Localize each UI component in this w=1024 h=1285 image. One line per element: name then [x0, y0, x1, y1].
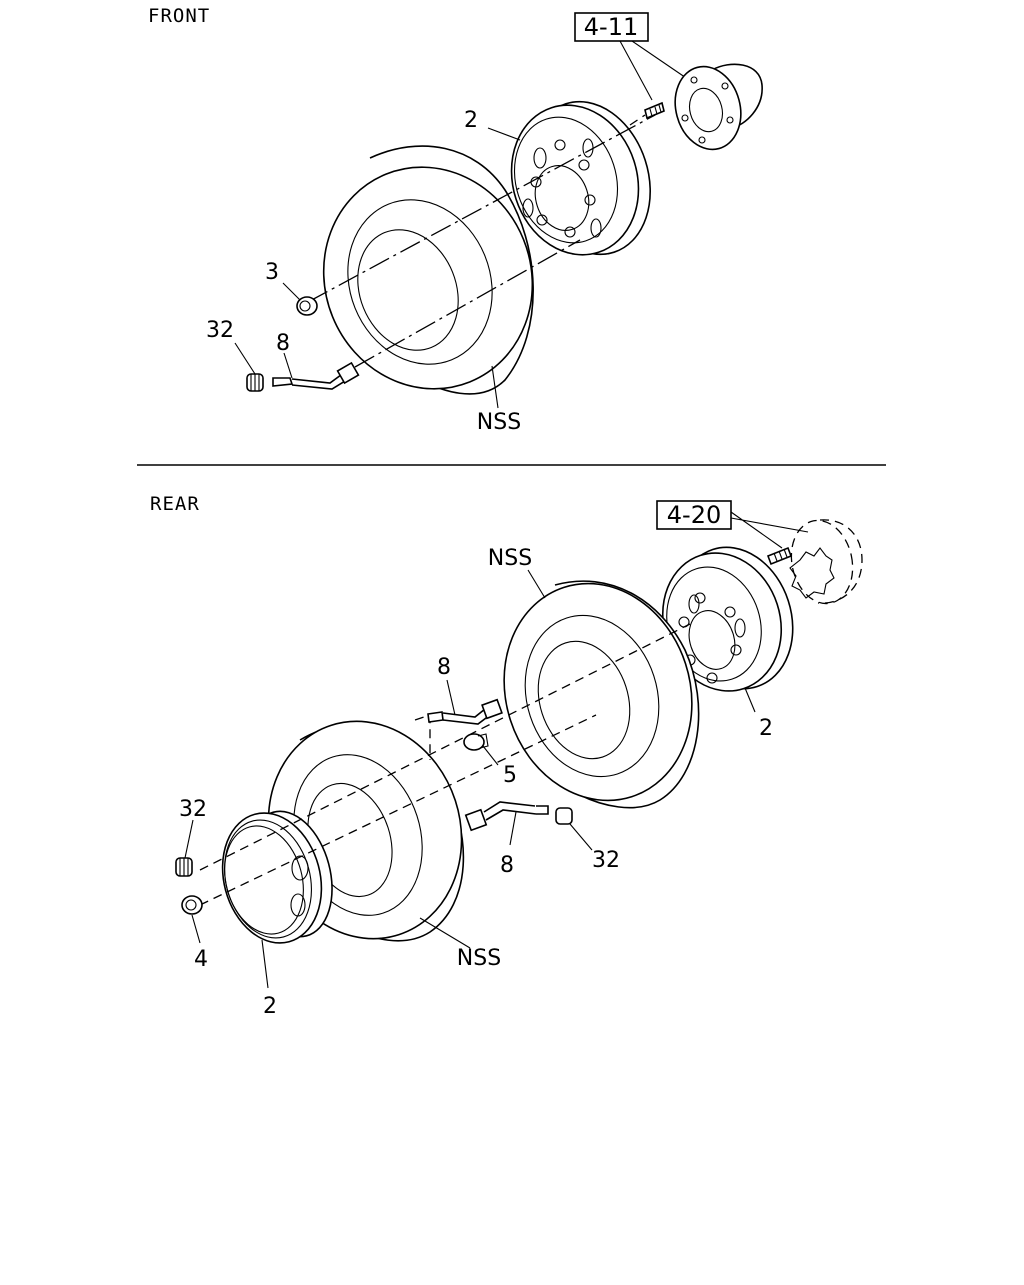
- front-reference-box[interactable]: 4-11: [574, 12, 649, 42]
- rear-callout-inner-wheel-disc: 2: [759, 716, 773, 741]
- rear-reference-box[interactable]: 4-20: [656, 500, 732, 530]
- rear-callout-wheel-nut: 4: [194, 947, 208, 972]
- front-callout-valve-extension: 8: [276, 331, 290, 356]
- rear-section: REAR 4-20: [150, 493, 863, 1019]
- front-callout-valve-cap: 32: [206, 318, 234, 343]
- rear-callout-outer-tire: NSS: [457, 946, 501, 971]
- front-valve-extension: [272, 361, 360, 390]
- rear-callout-valve-extension-lower: 8: [500, 853, 514, 878]
- rear-callout-valve-stem: 5: [503, 763, 517, 788]
- rear-hub: [789, 519, 863, 605]
- front-callout-wheel-nut: 3: [265, 260, 279, 285]
- rear-valve-extension-upper: [427, 698, 503, 725]
- rear-outer-wheel-disc: [221, 810, 333, 944]
- front-callout-tire: NSS: [477, 410, 521, 435]
- rear-valve-cap-left: [175, 857, 193, 877]
- rear-callout-valve-cap-left: 32: [179, 797, 207, 822]
- front-callout-wheel-disc: 2: [464, 108, 478, 133]
- rear-reference-label: 4-20: [667, 501, 721, 529]
- rear-title: REAR: [150, 493, 200, 515]
- front-hub: [674, 63, 763, 151]
- rear-callout-outer-wheel-disc: 2: [263, 994, 277, 1019]
- rear-callout-valve-extension-upper: 8: [437, 655, 451, 680]
- rear-wheel-stud: [766, 546, 793, 566]
- front-tire: [322, 145, 534, 395]
- front-wheel-nut: [296, 296, 318, 316]
- rear-inner-wheel-disc: [661, 546, 794, 692]
- rear-valve-cap-right: [555, 807, 573, 825]
- rear-valve-extension-lower: [464, 801, 549, 832]
- front-section: FRONT 4-11: [148, 5, 763, 435]
- front-valve-cap: [246, 373, 264, 392]
- front-title: FRONT: [148, 5, 210, 27]
- front-reference-label: 4-11: [584, 13, 638, 41]
- rear-inner-tire: [503, 580, 700, 809]
- front-wheel-disc: [510, 100, 651, 256]
- rear-callout-valve-cap-right: 32: [592, 848, 620, 873]
- rear-wheel-nut: [181, 895, 203, 915]
- front-wheel-stud: [644, 101, 665, 120]
- rear-callout-inner-tire: NSS: [488, 546, 532, 571]
